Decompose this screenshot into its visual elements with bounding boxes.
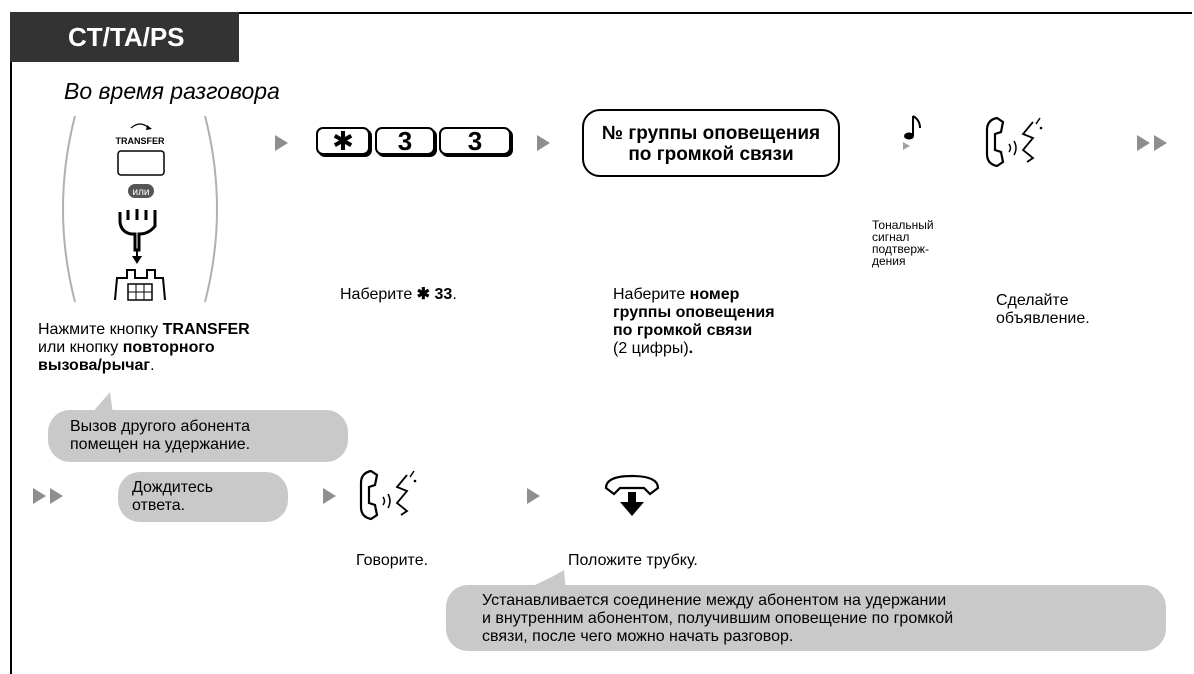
step3-instruction: Наберите номер группы оповещения по гром… xyxy=(613,286,775,357)
talking-handset-icon xyxy=(985,116,1043,168)
arrow-right-icon xyxy=(537,135,550,151)
double-arrow-icon xyxy=(1137,135,1150,151)
transfer-icon-label: TRANSFER xyxy=(116,136,165,146)
arrow-right-icon xyxy=(323,488,336,504)
paging-group-number-box: № группы оповещения по громкой связи xyxy=(582,109,840,177)
hang-up-handset-icon xyxy=(604,474,660,516)
talk-instruction: Говорите. xyxy=(356,552,429,569)
note-call-on-hold: Вызов другого абонента помещен на удержа… xyxy=(48,410,348,462)
double-arrow-icon xyxy=(50,488,63,504)
double-arrow-icon xyxy=(33,488,46,504)
note-connection-established: Устанавливается соединение между абонент… xyxy=(446,585,1166,651)
double-arrow-icon xyxy=(1154,135,1167,151)
step1-instruction: Нажмите кнопку TRANSFER или кнопку повто… xyxy=(38,321,250,374)
page-subtitle: Во время разговора xyxy=(64,78,280,104)
arrow-right-icon xyxy=(275,135,288,151)
step2-instruction: Наберите ✱ 33. xyxy=(340,286,457,303)
key-star: ✱ xyxy=(316,127,370,155)
page-frame xyxy=(10,12,1192,674)
talking-handset-icon xyxy=(359,469,417,521)
step4-instruction: Сделайте объявление. xyxy=(996,292,1090,327)
device-tab: CT/TA/PS xyxy=(10,12,239,62)
key-3: 3 xyxy=(375,127,435,155)
wait-for-answer-bubble: Дождитесь ответа. xyxy=(118,472,288,522)
arrow-right-icon xyxy=(527,488,540,504)
hang-up-instruction: Положите трубку. xyxy=(568,552,698,569)
tone-note-icon xyxy=(903,115,921,150)
confirmation-tone-label: Тональный сигнал подтверж- дения xyxy=(872,218,934,268)
key-3: 3 xyxy=(439,127,511,155)
transfer-or-hook-illustration: TRANSFER или xyxy=(62,115,218,303)
or-badge: или xyxy=(132,187,149,198)
